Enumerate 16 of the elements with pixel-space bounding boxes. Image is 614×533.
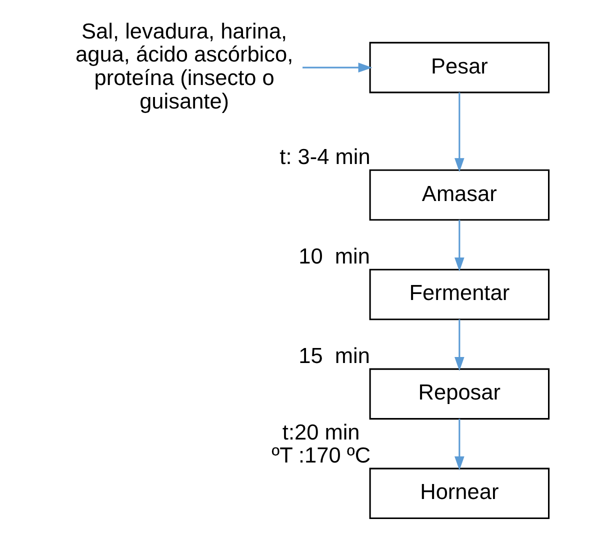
node-box: Amasar <box>368 169 550 221</box>
node-label: ºT :170 ºC <box>271 442 370 468</box>
arrow <box>454 418 464 470</box>
node-box: Hornear <box>368 468 550 520</box>
node-box: Pesar <box>368 42 550 94</box>
node-text: Sal, levadura, harina, agua, ácido ascórbico, proteína (insecto o guisante) <box>75 18 293 114</box>
node-label: 10 min <box>298 244 370 269</box>
arrow <box>302 62 372 72</box>
arrow <box>454 220 464 272</box>
node-label: t: 3-4 min <box>279 144 370 170</box>
node-label: 15 min <box>298 343 370 368</box>
node-label: t:20 min <box>282 419 360 444</box>
arrow <box>454 92 464 172</box>
node-box: Fermentar <box>368 268 550 320</box>
node-box: Reposar <box>368 368 550 420</box>
arrow <box>454 319 464 371</box>
